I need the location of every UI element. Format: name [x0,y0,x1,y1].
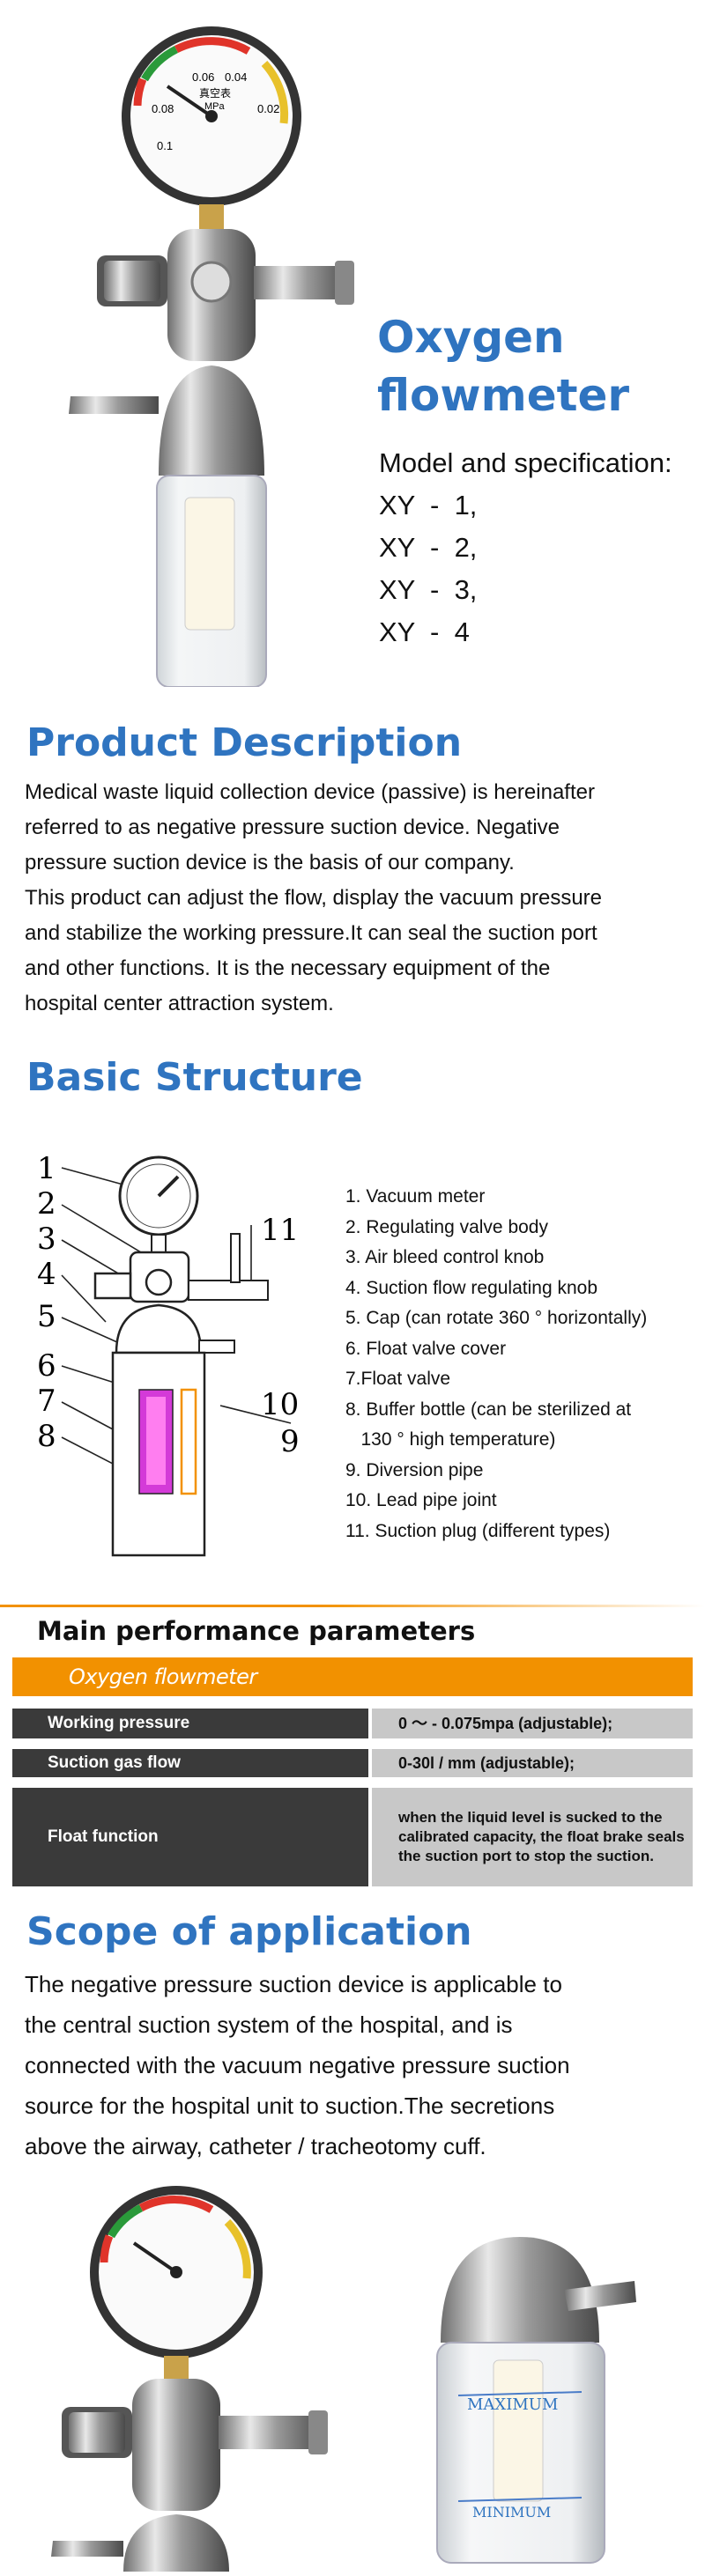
structure-item: 11. Suction plug (different types) [345,1520,611,1541]
performance-header-bar: Oxygen flowmeter [12,1657,693,1696]
structure-title: Basic Structure [26,1055,363,1100]
hero-title-line2: flowmeter [377,370,630,421]
structure-item: 6. Float valve cover [345,1338,507,1359]
param-value-cell: when the liquid level is sucked to the c… [372,1788,693,1886]
model-item: XY - 3, [379,574,478,605]
gauge-tick: 0.08 [152,102,174,115]
model-item: XY - 2, [379,532,478,563]
maximum-label: MAXIMUM [467,2395,558,2414]
performance-title: Main performance parameters [37,1616,476,1646]
scope-text: The negative pressure suction device is … [25,1964,694,2166]
model-item: XY - 4 [379,616,470,647]
param-value-cell: 0 ～ - 0.075mpa (adjustable); [372,1709,693,1738]
param-label: Suction gas flow [48,1753,181,1772]
param-label: Float function [48,1827,159,1846]
diagram-number: 2 [37,1186,56,1222]
structure-item: 8. Buffer bottle (can be sterilized at [345,1399,632,1420]
description-line: referred to as negative pressure suction… [25,816,560,839]
scope-line: above the airway, catheter / tracheotomy… [25,2133,486,2159]
description-title: Product Description [26,720,463,765]
structure-item: 10. Lead pipe joint [345,1490,497,1510]
param-value: when the liquid level is sucked to the c… [398,1809,685,1864]
diagram-number: 9 [280,1424,300,1459]
scope-line: source for the hospital unit to suction.… [25,2093,555,2119]
diagram-number: 1 [37,1151,56,1186]
diagram-number: 3 [37,1222,56,1257]
diagram-number: 6 [37,1348,56,1384]
hero-title-line1: Oxygen [377,312,565,363]
diagram-number: 10 [261,1387,299,1422]
structure-item: 3. Air bleed control knob [345,1247,545,1267]
param-value-cell: 0-30l / mm (adjustable); [372,1749,693,1777]
product-image-valve [44,2180,379,2572]
model-spec: Model and specification: XY - 1, XY - 2,… [379,442,672,653]
description-line: and stabilize the working pressure.It ca… [25,921,597,945]
minimum-label: MINIMUM [472,2504,551,2521]
scope-title: Scope of application [26,1909,472,1954]
param-label-cell: Suction gas flow [12,1749,368,1777]
section-divider [0,1605,705,1607]
table-row: Working pressure 0 ～ - 0.075mpa (adjusta… [12,1709,693,1738]
description-line: Medical waste liquid collection device (… [25,780,595,804]
structure-item: 1. Vacuum meter [345,1186,486,1207]
structure-item: 4. Suction flow regulating knob [345,1277,598,1298]
scope-line: connected with the vacuum negative press… [25,2052,570,2078]
diagram-number: 5 [37,1299,56,1334]
description-line: This product can adjust the flow, displa… [25,886,603,910]
model-item: XY - 1, [379,490,478,520]
structure-item: 2. Regulating valve body [345,1216,548,1237]
diagram-number: 11 [261,1213,299,1248]
scope-line: the central suction system of the hospit… [25,2011,513,2038]
product-image-main: 0.06 0.04 0.08 0.02 0.1 真空表 MPa [53,18,370,688]
table-row: Float function when the liquid level is … [12,1788,693,1886]
structure-item: 130 ° high temperature) [345,1429,556,1450]
hero-title: Oxygen flowmeter [377,308,629,424]
performance-product: Oxygen flowmeter [69,1664,257,1689]
param-value: 0-30l / mm (adjustable); [398,1754,575,1772]
structure-item: 5. Cap (can rotate 360 ° horizontally) [345,1308,648,1328]
param-label: Working pressure [48,1714,190,1732]
diagram-number: 7 [37,1384,56,1419]
product-image-bottle: MAXIMUM MINIMUM [423,2237,643,2572]
gauge-tick: 0.1 [157,139,173,152]
param-label-cell: Float function [12,1788,368,1886]
diagram-number: 8 [37,1419,56,1454]
structure-item: 9. Diversion pipe [345,1459,484,1480]
description-text: Medical waste liquid collection device (… [25,775,694,1022]
gauge-tick: 0.02 [257,102,279,115]
param-label-cell: Working pressure [12,1709,368,1738]
gauge-tick: 0.06 [192,70,214,84]
description-line: hospital center attraction system. [25,992,334,1015]
gauge-tick: 0.04 [225,70,247,84]
diagram-number: 4 [37,1257,56,1292]
structure-diagram: 1 2 3 4 5 6 7 8 9 10 11 [26,1141,326,1573]
description-line: pressure suction device is the basis of … [25,851,515,875]
description-line: and other functions. It is the necessary… [25,956,551,980]
table-row: Suction gas flow 0-30l / mm (adjustable)… [12,1749,693,1777]
spec-label: Model and specification: [379,447,672,478]
structure-item: 7.Float valve [345,1369,451,1389]
param-value: 0 ～ - 0.075mpa (adjustable); [398,1715,613,1732]
gauge-label: 真空表 [199,87,231,100]
gauge-unit: MPa [204,101,226,112]
scope-line: The negative pressure suction device is … [25,1971,562,1997]
structure-list: 1. Vacuum meter 2. Regulating valve body… [345,1182,647,1546]
